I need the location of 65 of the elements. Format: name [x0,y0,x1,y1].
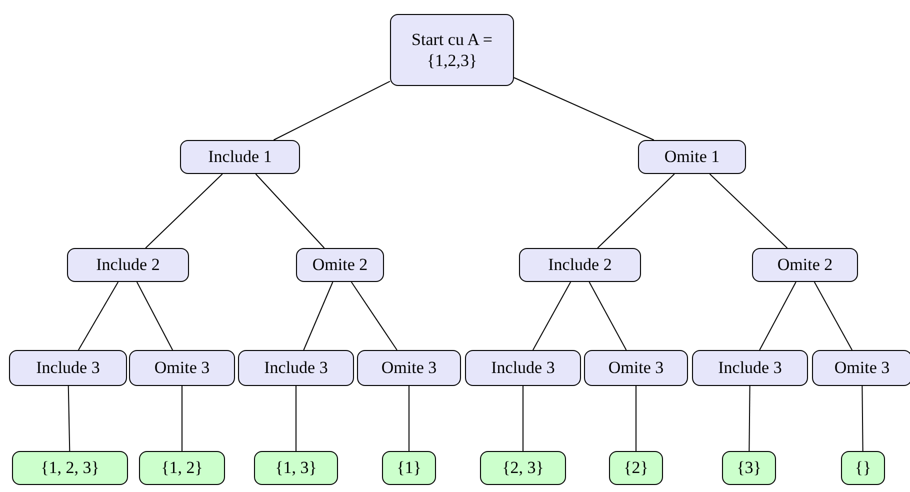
node-label: {2, 3} [502,457,544,479]
node-label: Omite 3 [154,357,210,379]
connector-line [514,77,654,140]
subset-box [254,451,338,485]
connector-line [145,174,223,248]
node-label: Include 2 [548,254,612,276]
node-label: {1} [396,457,422,479]
decision-box [238,350,354,386]
subset-box [722,451,776,485]
connector-line [748,386,750,452]
connector-line [532,282,572,350]
decision-box [752,248,858,282]
subset-box [139,451,225,485]
node-label: Omite 2 [312,254,368,276]
subset-box [12,451,128,485]
connector-line [136,282,174,350]
node-label: Include 3 [718,357,782,379]
node-label: {2} [624,457,648,479]
node-label: Omite 1 [664,146,720,168]
subset-box [480,451,566,485]
connector-line [759,282,796,350]
decision-box [180,140,300,174]
node-label: {1, 2} [161,457,203,479]
decision-box [390,14,514,86]
decision-box [129,350,235,386]
decision-box [296,248,384,282]
connector-line [814,282,853,350]
connector-line [588,282,627,350]
decision-box [812,350,910,386]
node-label: Omite 3 [381,357,437,379]
decision-box [67,248,189,282]
connector-line [862,386,864,452]
node-label: {1, 3} [275,457,317,479]
connector-line [273,80,390,140]
node-label: Include 3 [264,357,328,379]
node-label: Include 3 [491,357,555,379]
connector-line [68,386,70,452]
connector-line [709,174,788,248]
decision-box [584,350,688,386]
decision-box [692,350,808,386]
node-label: Include 2 [96,254,160,276]
subset-box [841,451,885,485]
subset-box [382,451,436,485]
connector-line [255,174,325,248]
node-label: Include 3 [36,357,100,379]
decision-box [638,140,746,174]
decision-box [465,350,581,386]
decision-box [519,248,641,282]
decision-box [357,350,461,386]
subset-box [609,451,663,485]
node-label: Omite 3 [834,357,890,379]
connector-line [350,282,398,350]
connector-line [303,282,334,350]
connector-line [522,386,524,452]
connector-line [408,386,410,452]
connector-line [78,282,119,350]
node-label: Include 1 [208,146,272,168]
node-label: {3} [736,457,762,479]
node-label: Omite 3 [608,357,664,379]
node-label: {1, 2, 3} [40,457,100,479]
node-label: Start cu A = {1,2,3} [410,28,494,72]
node-label: Omite 2 [777,254,833,276]
node-label: {} [854,457,872,479]
connector-line [597,174,675,248]
decision-box [9,350,127,386]
